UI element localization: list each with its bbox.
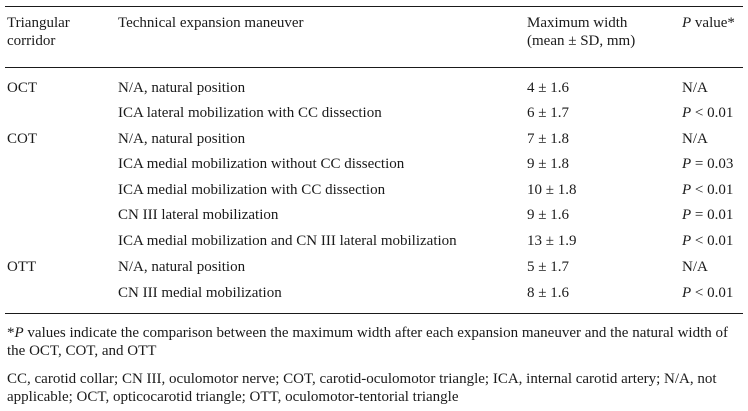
table-row: ICA medial mobilization and CN III later…	[0, 232, 748, 254]
row-p-rest: < 0.01	[691, 233, 734, 249]
row-maneuver: N/A, natural position	[118, 131, 246, 147]
row-width: 7 ± 1.8	[527, 131, 569, 147]
header-p-rest: value*	[691, 15, 735, 31]
row-p-value: P = 0.03	[682, 155, 733, 173]
table-bottom-rule	[5, 313, 743, 314]
row-p-value: N/A	[682, 79, 708, 97]
row-width: 6 ± 1.7	[527, 105, 569, 121]
header-corridor-line2: corridor	[7, 33, 56, 49]
header-p-value: P value*	[682, 14, 735, 32]
row-p-rest: = 0.03	[691, 156, 734, 172]
footnote-star: *	[7, 325, 15, 341]
footnote-p-text: values indicate the comparison between t…	[7, 325, 729, 359]
row-p-rest: < 0.01	[691, 105, 734, 121]
row-maneuver: CN III lateral mobilization	[118, 207, 279, 223]
table-row: COT N/A, natural position 7 ± 1.8 N/A	[0, 130, 748, 152]
row-maneuver: ICA medial mobilization without CC disse…	[118, 156, 405, 172]
table-row: OCT N/A, natural position 4 ± 1.6 N/A	[0, 79, 748, 101]
row-width: 4 ± 1.6	[527, 80, 569, 96]
row-maneuver: ICA medial mobilization with CC dissecti…	[118, 182, 386, 198]
footnote-p-letter: P	[14, 325, 24, 341]
row-corridor: COT	[7, 131, 37, 147]
row-p-rest: N/A	[682, 259, 708, 275]
row-p-letter: P	[682, 233, 692, 249]
header-max-width: Maximum width (mean ± SD, mm)	[527, 14, 635, 50]
footnote-abbreviations: CC, carotid collar; CN III, oculomotor n…	[7, 371, 717, 405]
table-header-rule	[5, 67, 743, 68]
table-row: ICA medial mobilization without CC disse…	[0, 155, 748, 177]
row-p-rest: = 0.01	[691, 207, 734, 223]
row-p-rest: N/A	[682, 131, 708, 147]
row-width: 8 ± 1.6	[527, 285, 569, 301]
row-maneuver: ICA medial mobilization and CN III later…	[118, 233, 457, 249]
row-width: 9 ± 1.6	[527, 207, 569, 223]
row-p-value: N/A	[682, 258, 708, 276]
table-row: ICA lateral mobilization with CC dissect…	[0, 104, 748, 126]
row-p-value: P < 0.01	[682, 284, 733, 302]
row-p-value: P = 0.01	[682, 206, 733, 224]
row-p-value: N/A	[682, 130, 708, 148]
row-p-rest: < 0.01	[691, 285, 734, 301]
row-corridor: OCT	[7, 80, 37, 96]
row-maneuver: ICA lateral mobilization with CC dissect…	[118, 105, 382, 121]
header-maneuver: Technical expansion maneuver	[118, 15, 304, 31]
row-p-letter: P	[682, 182, 692, 198]
footnote-p-values: *P values indicate the comparison betwee…	[7, 324, 743, 360]
row-maneuver: N/A, natural position	[118, 259, 246, 275]
row-p-rest: N/A	[682, 80, 708, 96]
row-width: 5 ± 1.7	[527, 259, 569, 275]
row-width: 13 ± 1.9	[527, 233, 577, 249]
row-maneuver: CN III medial mobilization	[118, 285, 282, 301]
header-corridor-line1: Triangular	[7, 15, 70, 31]
row-p-letter: P	[682, 156, 692, 172]
row-width: 9 ± 1.8	[527, 156, 569, 172]
row-p-value: P < 0.01	[682, 232, 733, 250]
header-corridor: Triangular corridor	[7, 14, 70, 50]
row-p-value: P < 0.01	[682, 104, 733, 122]
table-row: CN III lateral mobilization 9 ± 1.6 P = …	[0, 206, 748, 228]
row-p-letter: P	[682, 285, 692, 301]
header-max-width-line2: (mean ± SD, mm)	[527, 33, 636, 49]
row-p-rest: < 0.01	[691, 182, 734, 198]
header-p-letter: P	[682, 15, 692, 31]
row-p-letter: P	[682, 207, 692, 223]
row-maneuver: N/A, natural position	[118, 80, 246, 96]
header-max-width-line1: Maximum width	[527, 15, 628, 31]
row-p-letter: P	[682, 105, 692, 121]
row-corridor: OTT	[7, 259, 37, 275]
table-row: CN III medial mobilization 8 ± 1.6 P < 0…	[0, 284, 748, 306]
row-width: 10 ± 1.8	[527, 182, 577, 198]
row-p-value: P < 0.01	[682, 181, 733, 199]
table-row: OTT N/A, natural position 5 ± 1.7 N/A	[0, 258, 748, 280]
table-top-rule	[5, 6, 743, 7]
table-row: ICA medial mobilization with CC dissecti…	[0, 181, 748, 203]
